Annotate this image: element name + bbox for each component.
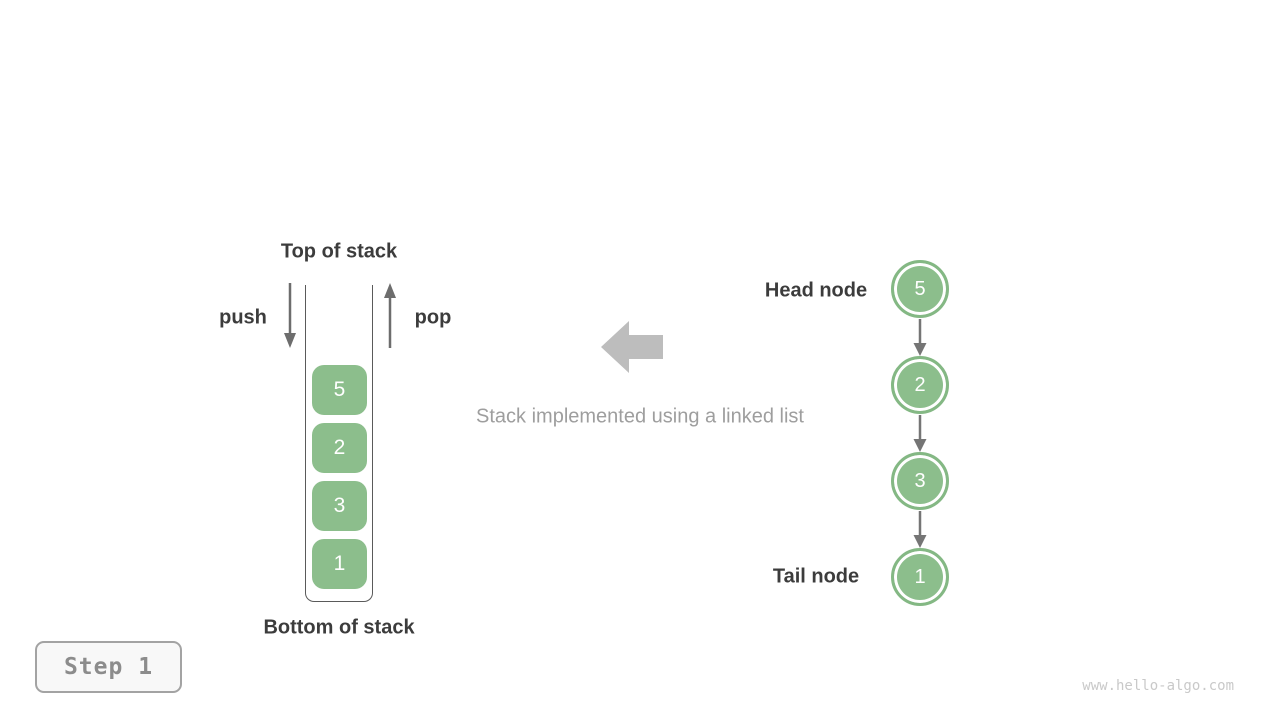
node-connector-arrow-icon (913, 511, 927, 548)
push-label: push (219, 306, 267, 329)
stack-item: 2 (312, 423, 367, 473)
center-caption: Stack implemented using a linked list (476, 405, 804, 428)
linked-list-node: 3 (891, 452, 949, 510)
pop-label: pop (414, 306, 452, 329)
node-connector-arrow-icon (913, 415, 927, 452)
watermark-text: www.hello-algo.com (1082, 678, 1234, 694)
tail-node-label: Tail node (772, 565, 860, 588)
left-block-arrow-icon (601, 321, 663, 373)
node-connector-arrow-icon (913, 319, 927, 356)
linked-list-node: 5 (891, 260, 949, 318)
linked-list-node: 1 (891, 548, 949, 606)
top-of-stack-label: Top of stack (280, 240, 398, 263)
stack-item: 1 (312, 539, 367, 589)
stack-item: 5 (312, 365, 367, 415)
linked-list-node: 2 (891, 356, 949, 414)
bottom-of-stack-label: Bottom of stack (263, 616, 415, 639)
head-node-label: Head node (764, 279, 868, 302)
step-badge: Step 1 (35, 641, 182, 693)
stack-container (305, 285, 373, 602)
stack-item: 3 (312, 481, 367, 531)
push-down-arrow-icon (284, 283, 296, 348)
pop-up-arrow-icon (384, 283, 396, 348)
